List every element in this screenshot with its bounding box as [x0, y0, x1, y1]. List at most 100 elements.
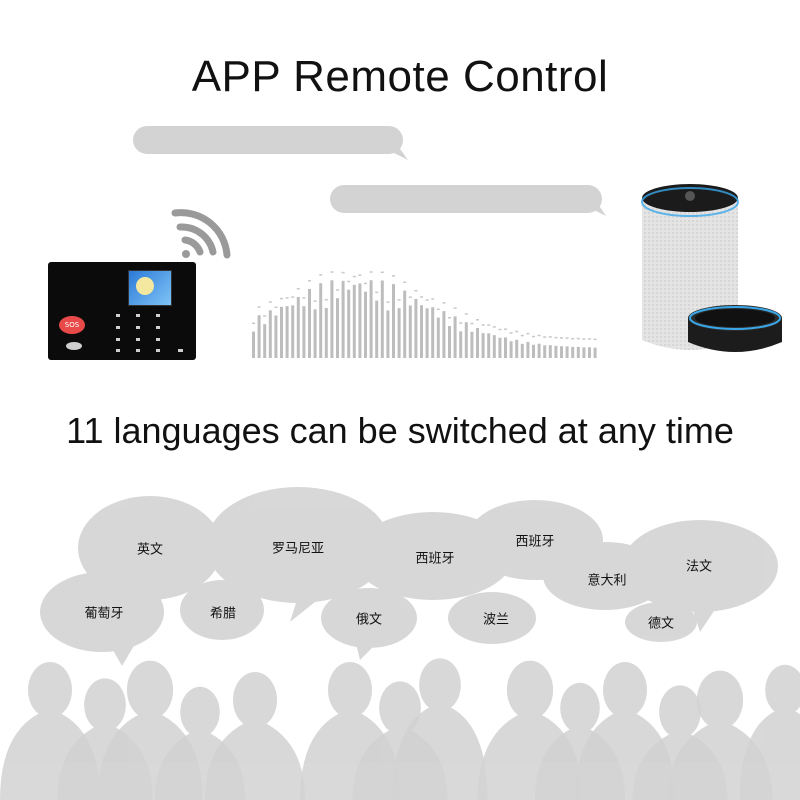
waveform-bar: [448, 326, 451, 358]
waveform-cap: [520, 334, 524, 337]
waveform-bar: [324, 307, 328, 358]
waveform-bar: [291, 305, 295, 358]
waveform-cap: [352, 275, 356, 278]
waveform-cap: [537, 334, 541, 337]
waveform-bar: [364, 291, 367, 358]
waveform-cap: [324, 298, 328, 301]
waveform-bar: [537, 343, 541, 358]
waveform-cap: [532, 335, 535, 338]
waveform-cap: [308, 279, 311, 282]
waveform-bar: [336, 298, 339, 358]
waveform-bar: [431, 307, 435, 358]
waveform-bar: [369, 280, 373, 358]
waveform-bar: [487, 333, 491, 358]
waveform-bar: [414, 298, 418, 358]
waveform-cap: [420, 296, 423, 298]
waveform-bar: [453, 316, 457, 358]
waveform-cap: [582, 338, 586, 340]
waveform-bar: [565, 346, 569, 358]
waveform-bar: [560, 346, 563, 358]
waveform-cap: [571, 337, 575, 340]
waveform-cap: [347, 280, 351, 283]
page-subtitle: 11 languages can be switched at any time: [66, 410, 734, 451]
waveform-cap: [341, 271, 345, 274]
waveform-bar: [386, 310, 390, 358]
waveform-cap: [380, 271, 384, 273]
waveform-bar: [571, 346, 575, 358]
person-silhouette-icon: [740, 664, 800, 800]
waveform-cap: [436, 308, 440, 311]
person-silhouette-icon: [632, 685, 728, 800]
page-title: APP Remote Control: [191, 52, 609, 101]
waveform-bar: [274, 315, 278, 358]
language-english: 英文: [136, 542, 164, 558]
waveform-cap: [576, 337, 580, 340]
waveform-bar: [347, 289, 351, 358]
waveform-cap: [554, 336, 558, 339]
waveform-cap: [369, 271, 373, 273]
waveform-cap: [403, 281, 407, 284]
waveform-cap: [548, 336, 552, 338]
waveform-cap: [263, 315, 267, 317]
waveform-cap: [498, 328, 502, 331]
waveform-bar: [330, 280, 334, 358]
person-silhouette-icon: [535, 682, 625, 800]
waveform-bar: [268, 310, 272, 358]
waveform-bar: [464, 322, 468, 358]
waveform-bar: [392, 284, 395, 358]
waveform-bar: [532, 344, 535, 358]
waveform-bar: [313, 309, 317, 358]
waveform-cap: [448, 317, 451, 319]
waveform-cap: [414, 289, 418, 292]
waveform-bar: [515, 339, 519, 358]
waveform-cap: [425, 299, 429, 301]
waveform-cap: [319, 274, 323, 276]
waveform-cap: [313, 300, 317, 302]
waveform-cap: [487, 324, 491, 326]
waveform-bar: [341, 280, 345, 358]
waveform-bar: [509, 341, 513, 358]
waveform-bar: [302, 306, 306, 358]
waveform-bar: [476, 328, 479, 358]
chat-bubble-tail: [590, 204, 606, 216]
waveform-cap: [526, 332, 530, 335]
waveform-cap: [459, 322, 463, 324]
waveform-cap: [375, 291, 379, 294]
waveform-cap: [453, 307, 457, 309]
waveform-cap: [296, 287, 300, 290]
waveform-bar: [257, 315, 261, 358]
waveform-cap: [257, 306, 261, 308]
waveform-cap: [358, 274, 362, 276]
waveform-cap: [464, 313, 468, 315]
waveform-cap: [560, 337, 563, 339]
language-italian: 意大利: [587, 573, 627, 589]
waveform-bar: [554, 345, 558, 358]
waveform-bar: [352, 284, 356, 358]
waveform-cap: [392, 275, 395, 277]
waveform-cap: [285, 297, 289, 299]
language-greek: 希腊: [209, 606, 237, 622]
waveform-cap: [543, 336, 547, 338]
waveform-cap: [408, 296, 412, 298]
waveform-cap: [476, 319, 479, 321]
chat-bubble-top: [133, 126, 403, 154]
waveform-bar: [319, 283, 323, 358]
waveform-cap: [481, 324, 485, 326]
waveform-bar: [436, 317, 440, 358]
waveform-bar: [576, 346, 580, 358]
waveform-bar: [548, 345, 552, 358]
waveform-bar: [498, 337, 502, 358]
waveform-bar: [442, 311, 446, 358]
waveform-bar: [526, 341, 530, 358]
waveform-cap: [515, 330, 519, 333]
waveform-bar: [280, 306, 283, 358]
chat-bubble-tail: [388, 146, 408, 160]
language-russian: 俄文: [355, 612, 383, 628]
waveform-bar: [520, 343, 524, 358]
waveform-cap: [470, 322, 474, 325]
waveform-bar: [481, 333, 485, 358]
waveform-cap: [280, 297, 283, 300]
